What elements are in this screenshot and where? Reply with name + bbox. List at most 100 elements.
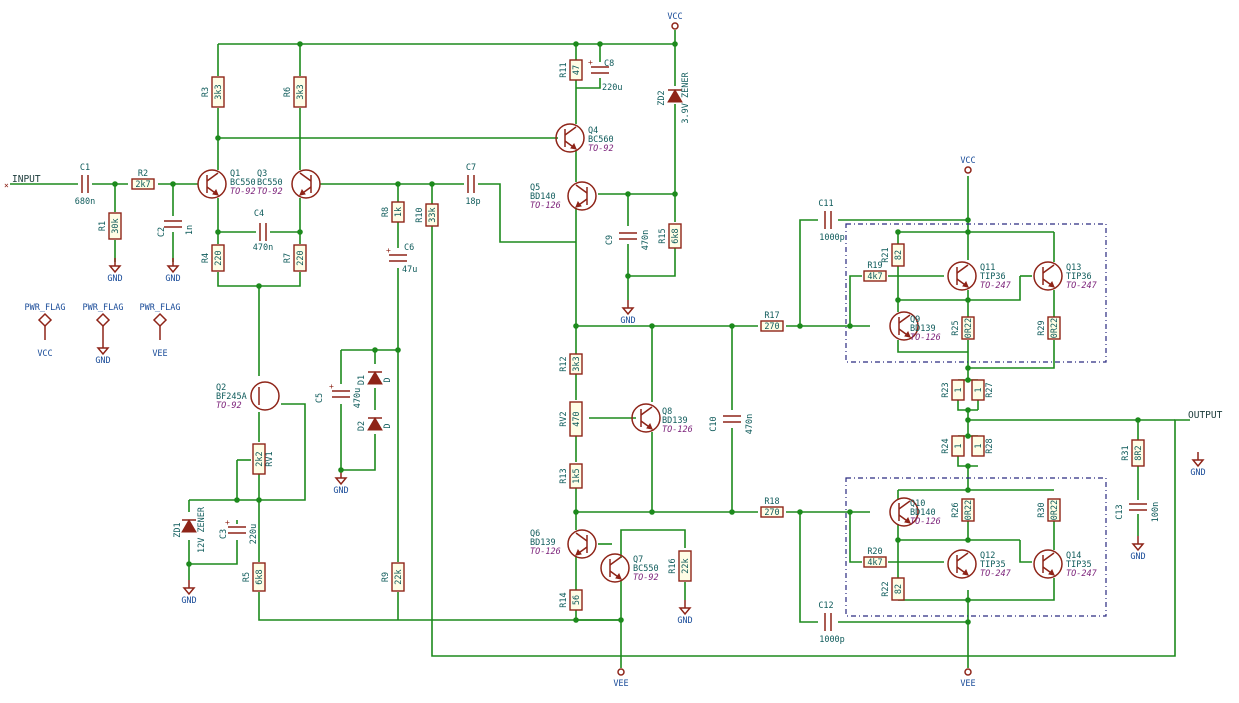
vee-symbol	[617, 668, 625, 676]
label: 470n	[253, 243, 273, 253]
resistor-r7	[293, 244, 307, 272]
junction-dot	[895, 537, 901, 543]
label: D2	[357, 421, 367, 431]
gnd-label: GND	[165, 274, 180, 284]
resistor-r10	[425, 203, 439, 227]
wire	[258, 592, 621, 621]
transistor-type: BD140	[530, 192, 556, 202]
label: D1	[357, 375, 367, 385]
resistor-value: 0R22	[1050, 500, 1060, 520]
junction-dot	[847, 509, 853, 515]
ground-symbol	[678, 600, 692, 616]
resistor-r20	[863, 556, 887, 568]
wire	[968, 276, 1021, 301]
transistor-type: TIP36	[1066, 272, 1092, 282]
junction-dot	[965, 365, 971, 371]
transistor-type: BC550	[230, 178, 256, 188]
resistor-value: 3k3	[572, 356, 582, 371]
junction-dot	[297, 229, 303, 235]
transistor-q5	[567, 181, 597, 211]
resistor-r5	[252, 562, 266, 592]
resistor-value: 6k8	[255, 569, 265, 584]
label: ZD1	[173, 522, 183, 537]
resistor-value: 1k5	[572, 468, 582, 483]
resistor-ref: R11	[559, 62, 569, 77]
wire	[897, 340, 968, 353]
label: 470n	[641, 230, 651, 250]
input-no-connect: ×	[4, 181, 9, 190]
resistor-ref: R13	[559, 468, 569, 483]
pwr-flag-label: PWR_FLAG	[83, 303, 124, 313]
vcc-label: VCC	[667, 12, 682, 22]
wire	[799, 512, 818, 623]
resistor-ref: R29	[1037, 320, 1047, 335]
transistor-ref: Q6	[530, 529, 540, 539]
label: 470u	[353, 388, 363, 408]
junction-dot	[965, 597, 971, 603]
vee-label: VEE	[960, 679, 975, 689]
wire	[341, 434, 376, 471]
resistor-value: 8R2	[1134, 445, 1144, 460]
label: 3.9V ZENER	[681, 72, 691, 124]
resistor-r15	[668, 223, 682, 249]
capacitor-symbol: +	[588, 58, 609, 74]
wire	[1019, 540, 1032, 563]
diode-symbol	[367, 417, 383, 431]
label: 470	[572, 411, 582, 426]
gnd-label: GND	[107, 274, 122, 284]
resistor-r18	[760, 506, 784, 518]
junction-dots	[112, 41, 1141, 625]
wire	[188, 540, 238, 565]
transistor-package: TO-92	[257, 187, 283, 197]
vcc-label: VCC	[960, 156, 975, 166]
junction-dot	[965, 537, 971, 543]
label: 1	[974, 387, 984, 392]
wire	[957, 400, 978, 411]
label: 220u	[249, 524, 259, 544]
transistor-type: TIP36	[980, 272, 1006, 282]
label: C6	[404, 243, 414, 253]
transistor-ref: Q11	[980, 263, 995, 273]
resistor-value: 220	[214, 250, 224, 265]
ground-symbol	[1131, 536, 1145, 552]
gnd-label: GND	[181, 596, 196, 606]
resistor-ref: R23	[941, 382, 951, 397]
diode-symbol	[667, 89, 683, 103]
junction-dot	[597, 41, 603, 47]
junction-dot	[215, 135, 221, 141]
resistor-ref: R14	[559, 592, 569, 607]
transistor-type: BC560	[588, 135, 614, 145]
resistor-ref: R19	[867, 261, 882, 271]
junction-dot	[965, 407, 971, 413]
resistor-value: 6k8	[671, 228, 681, 243]
junction-dot	[256, 283, 262, 289]
junction-dot	[395, 181, 401, 187]
components: ×++++	[4, 22, 1205, 676]
junction-dot	[965, 217, 971, 223]
junction-dot	[729, 509, 735, 515]
resistor-value: 22k	[394, 569, 404, 584]
resistor-ref: R1	[98, 221, 108, 231]
label: 1	[974, 443, 984, 448]
wire	[259, 403, 306, 501]
junction-dot	[234, 497, 240, 503]
junction-dot	[895, 229, 901, 235]
label: 1000p	[819, 635, 845, 645]
transistor-type: BC550	[633, 564, 659, 574]
label: 18p	[465, 197, 480, 207]
transistor-q6	[567, 529, 597, 559]
jfet-q2	[250, 381, 280, 411]
junction-dot	[215, 229, 221, 235]
heatsink-boundary-bottom	[845, 477, 1107, 617]
junction-dot	[112, 181, 118, 187]
wire	[849, 512, 862, 563]
junction-dot	[729, 323, 735, 329]
resistor-value: 3k3	[214, 84, 224, 99]
resistor-ref: R24	[941, 438, 951, 453]
resistor-ref: R3	[201, 87, 211, 97]
heatsink-boundary-top	[845, 223, 1107, 363]
resistor-value: 30k	[111, 218, 121, 233]
resistor-value: 220	[296, 250, 306, 265]
resistor-r6	[293, 76, 307, 108]
resistor-r12	[569, 353, 583, 375]
